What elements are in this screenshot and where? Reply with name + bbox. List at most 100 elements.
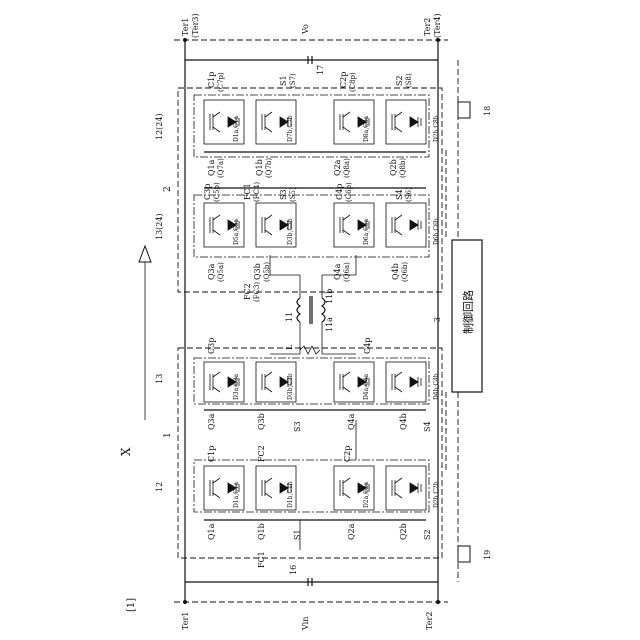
sec-Q2a: Q2a xyxy=(333,159,342,176)
sec-C6p: (C6p) xyxy=(345,182,353,202)
sec-S1: S1 xyxy=(279,75,288,86)
sec-S6: (S6) xyxy=(405,187,413,202)
sec-D8aC8a: D8a,C8a xyxy=(363,115,370,142)
module-12-label: 12 xyxy=(155,482,164,492)
sensor-18 xyxy=(458,102,470,118)
sec-Q4a: Q4a xyxy=(333,263,342,280)
sec-D6aC6a: D6a,C6a xyxy=(363,218,370,245)
sec-D3bC5b: D3b,C5b xyxy=(287,218,294,245)
sec-D6bC6b: D6b,C6b xyxy=(433,218,440,245)
pri-FC2: FC2 xyxy=(257,445,266,462)
sec-S7: (S7) xyxy=(289,73,297,88)
pri-Q1a: Q1a xyxy=(207,523,216,540)
input-terminal-ter2: Ter2 xyxy=(425,612,434,630)
control-3-label: 3 xyxy=(433,317,442,322)
sec-Q8b: (Q8b) xyxy=(399,158,407,178)
figure-label: [1] xyxy=(126,598,137,612)
module-13-label: 13 xyxy=(155,374,164,384)
output-terminal-ter4: (Ter4) xyxy=(433,13,442,38)
pri-S4: S4 xyxy=(423,421,432,432)
sec-FC2: FC2 xyxy=(243,283,252,300)
sec-S2: S2 xyxy=(395,75,404,86)
pri-FC1: FC1 xyxy=(257,551,266,568)
pri-C3p: C3p xyxy=(207,338,216,354)
pri-C1p: C1p xyxy=(207,446,216,462)
pri-D3bC3b: D3b,C3b xyxy=(287,373,294,400)
pri-D1aC1a: D1a,C1a xyxy=(233,481,240,508)
pri-Q2a: Q2a xyxy=(347,523,356,540)
sec-Q6b: (Q6b) xyxy=(401,262,409,282)
sec-S4: S4 xyxy=(395,189,404,200)
sec-D5aC5a: D5a,C5a xyxy=(233,218,240,245)
output-terminal-ter2: Ter2 xyxy=(423,18,432,36)
pri-Q3a: Q3a xyxy=(207,413,216,430)
capacitor-16-label: 16 xyxy=(289,565,298,575)
pri-D2bC2b: D2b,C2b xyxy=(433,481,440,508)
primary-switch-diode-icon xyxy=(392,372,421,392)
pri-D2aC2a: D2a,C2a xyxy=(363,481,370,508)
control-circuit-text: 制御回路 xyxy=(461,290,475,334)
sec-Q2b: Q2b xyxy=(389,159,398,176)
output-terminal-bar xyxy=(174,38,448,64)
sec-FC1: FC1 xyxy=(243,183,252,200)
pri-C2p: C2p xyxy=(343,446,352,462)
sec-D1aC1a: D1a,C1a xyxy=(233,115,240,142)
input-terminal-bar xyxy=(174,578,448,604)
pri-S2: S2 xyxy=(423,529,432,540)
sensor-18-label: 18 xyxy=(483,106,492,116)
secondary-switch-diode-icon xyxy=(392,215,421,235)
sec-C8p: (C8p) xyxy=(349,72,357,92)
pri-Q2b: Q2b xyxy=(399,523,408,540)
input-terminal-ter1: Ter1 xyxy=(181,612,190,630)
pri-D1bC1b: D1b,C1b xyxy=(287,481,294,508)
sec-C2p: C2p xyxy=(339,72,348,88)
output-terminal-ter3: (Ter3) xyxy=(191,13,200,38)
sec-S3: S3 xyxy=(279,189,288,200)
pri-Q4b: Q4b xyxy=(399,413,408,430)
converter-1-label: 1 xyxy=(163,432,173,438)
sec-Q3a: Q3a xyxy=(207,263,216,280)
pri-Q1b: Q1b xyxy=(257,523,266,540)
sec-FC3: (FC3) xyxy=(253,282,261,302)
winding-11a-label: 11a xyxy=(325,317,334,332)
sec-Q8a: (Q8a) xyxy=(343,158,351,178)
inductor-L-label: L xyxy=(285,344,294,350)
output-voltage-label: Vo xyxy=(301,24,310,35)
converter-2-label: 2 xyxy=(163,186,173,192)
pri-C4p: C4p xyxy=(363,338,372,354)
secondary-switch-diode-icon xyxy=(392,112,421,132)
pri-Q4a: Q4a xyxy=(347,413,356,430)
sec-Q7a: (Q7a) xyxy=(217,158,225,178)
winding-11b-label: 11b xyxy=(325,289,334,304)
sec-C7p: (C7p) xyxy=(217,72,225,92)
sec-D7bC7b: D7b,C7b xyxy=(287,115,294,142)
sec-C3p: C3p xyxy=(203,184,212,200)
primary-switch-diode-icon xyxy=(392,478,421,498)
sec-S5: (S5) xyxy=(289,187,297,202)
module-13-24-label: 13(24) xyxy=(155,213,164,240)
sec-C4p: C4p xyxy=(335,184,344,200)
output-terminal-ter1: Ter1 xyxy=(181,18,190,36)
sec-S8: (S8) xyxy=(405,73,413,88)
sensor-19 xyxy=(458,546,470,562)
sec-D2bC8b: D2b,C8b xyxy=(433,115,440,142)
pri-Q3b: Q3b xyxy=(257,413,266,430)
pri-D3aC3a: D3a,C3a xyxy=(233,373,240,400)
sec-FC4: (FC4) xyxy=(253,182,261,202)
sec-Q7b: (Q7b) xyxy=(265,158,273,178)
x-direction-arrow xyxy=(139,246,151,420)
sensor-19-label: 19 xyxy=(483,550,492,560)
sec-Q5a: (Q5a) xyxy=(217,262,225,282)
module-12-24-label: 12(24) xyxy=(155,113,164,140)
sec-Q1a: Q1a xyxy=(207,159,216,176)
sec-Q6a: (Q6a) xyxy=(343,262,351,282)
pri-S3: S3 xyxy=(293,421,302,432)
pri-D4bC4b: D4b,C4b xyxy=(433,373,440,400)
sec-Q3b: Q3b xyxy=(253,263,262,280)
sec-Q5b: (Q5b) xyxy=(263,262,271,282)
sec-Q4b: Q4b xyxy=(391,263,400,280)
sec-C5p: (C5p) xyxy=(213,182,221,202)
input-voltage-label: Vin xyxy=(301,617,310,631)
sec-Q1b: Q1b xyxy=(255,159,264,176)
